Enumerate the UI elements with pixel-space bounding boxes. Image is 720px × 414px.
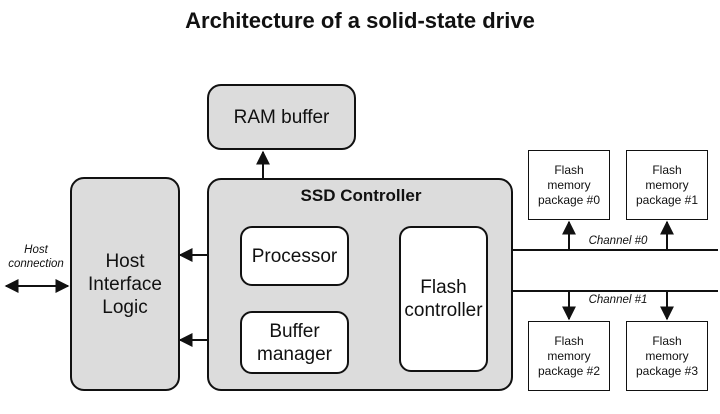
host-interface-logic: Host Interface Logic: [70, 177, 180, 391]
processor-label: Processor: [251, 245, 338, 267]
host-connection-label: Host connection: [8, 244, 64, 270]
flash-package-1-label: Flash memory package #1: [635, 162, 699, 207]
channel-0-label: Channel #0: [588, 235, 648, 247]
processor: Processor: [240, 226, 349, 286]
buffer-manager: Buffer manager: [240, 311, 349, 374]
ram-buffer-label: RAM buffer: [233, 106, 330, 128]
host-interface-logic-label: Host Interface Logic: [88, 250, 162, 318]
flash-package-2: Flash memory package #2: [528, 321, 610, 391]
flash-package-0: Flash memory package #0: [528, 150, 610, 220]
ram-buffer: RAM buffer: [207, 84, 356, 150]
ssd-controller-label: SSD Controller: [300, 186, 422, 205]
flash-package-3-label: Flash memory package #3: [635, 333, 699, 378]
flash-controller-label: Flash controller: [404, 277, 483, 321]
diagram-title: Architecture of a solid-state drive: [185, 8, 535, 33]
flash-package-2-label: Flash memory package #2: [537, 333, 601, 378]
flash-package-1: Flash memory package #1: [626, 150, 708, 220]
flash-package-0-label: Flash memory package #0: [537, 162, 601, 207]
flash-controller: Flash controller: [399, 226, 488, 372]
buffer-manager-label: Buffer manager: [257, 320, 332, 365]
flash-package-3: Flash memory package #3: [626, 321, 708, 391]
channel-1-label: Channel #1: [588, 294, 648, 306]
